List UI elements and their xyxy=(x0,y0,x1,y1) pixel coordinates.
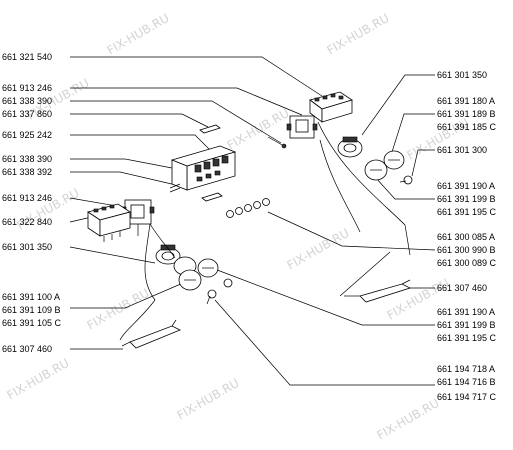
thermocouple-bracket-left xyxy=(121,319,181,349)
part-label: 661 338 392 xyxy=(2,167,52,177)
leader-line xyxy=(267,211,436,251)
part-label: 661 391 190 A xyxy=(437,307,495,317)
part-label: 661 307 460 xyxy=(437,283,487,293)
watermark-layer: FIX-HUB.RU FIX-HUB.RU FIX-HUB.RU FIX-HUB… xyxy=(5,11,472,443)
leader-line xyxy=(211,267,435,326)
terminal-block-top xyxy=(309,91,353,123)
part-label: 661 391 109 B xyxy=(2,305,61,315)
leader-line xyxy=(214,299,435,386)
wiring xyxy=(119,121,411,341)
part-label: 661 194 717 C xyxy=(437,392,497,402)
part-label: 661 913 246 xyxy=(2,83,52,93)
leader-line xyxy=(70,134,213,153)
part-label: 661 913 246 xyxy=(2,193,52,203)
thermocouple-bracket-right xyxy=(344,279,412,303)
part-label: 661 194 716 B xyxy=(437,377,496,387)
part-label: 661 301 350 xyxy=(437,70,487,80)
part-label: 661 338 390 xyxy=(2,154,52,164)
switch-upper xyxy=(286,115,318,139)
part-label: 661 391 105 C xyxy=(2,318,62,328)
part-label: 661 322 840 xyxy=(2,217,52,227)
knob-assembly-left xyxy=(155,244,233,305)
leader-line xyxy=(69,246,156,264)
left-labels: 661 321 540 661 913 246 661 338 390 661 … xyxy=(2,52,62,354)
part-label: 661 307 460 xyxy=(2,344,52,354)
part-label: 661 301 350 xyxy=(2,242,52,252)
leader-line xyxy=(70,279,191,309)
part-label: 661 301 300 xyxy=(437,145,487,155)
part-label: 661 300 990 B xyxy=(437,245,496,255)
watermark: FIX-HUB.RU xyxy=(85,286,152,333)
knob-assembly-right xyxy=(337,136,413,185)
part-label: 661 391 180 A xyxy=(437,96,495,106)
terminal-block-left xyxy=(87,203,131,242)
leader-line xyxy=(70,171,177,186)
watermark: FIX-HUB.RU xyxy=(285,226,352,273)
right-labels: 661 301 350 661 391 180 A 661 391 189 B … xyxy=(437,70,497,402)
leader-line xyxy=(70,87,303,116)
indicator-lamps xyxy=(226,198,270,218)
watermark: FIX-HUB.RU xyxy=(375,396,442,443)
part-label: 661 391 190 A xyxy=(437,181,495,191)
part-label: 661 321 540 xyxy=(2,52,52,62)
leader-line xyxy=(391,113,435,153)
part-label: 661 391 100 A xyxy=(2,292,60,302)
part-label: 661 391 195 C xyxy=(437,333,497,343)
watermark: FIX-HUB.RU xyxy=(175,376,242,423)
part-label: 661 338 390 xyxy=(2,96,52,106)
part-label: 661 337 860 xyxy=(2,109,52,119)
leader-line xyxy=(70,158,173,169)
part-label: 661 925 242 xyxy=(2,130,52,140)
part-label: 661 300 085 A xyxy=(437,232,495,242)
timer-module xyxy=(169,124,237,202)
part-label: 661 194 718 A xyxy=(437,364,495,374)
watermark: FIX-HUB.RU xyxy=(105,11,172,58)
leader-line xyxy=(374,176,435,200)
part-label: 661 391 199 B xyxy=(437,320,496,330)
leader-line xyxy=(70,56,323,97)
part-label: 661 391 195 C xyxy=(437,207,497,217)
leader-line xyxy=(70,113,209,128)
part-label: 661 300 089 C xyxy=(437,258,497,268)
part-label: 661 391 199 B xyxy=(437,194,496,204)
leader-line xyxy=(70,100,282,144)
watermark: FIX-HUB.RU xyxy=(325,11,392,58)
probe xyxy=(267,136,287,149)
leader-line xyxy=(361,74,435,136)
leader-line xyxy=(411,149,435,177)
part-label: 661 391 185 C xyxy=(437,122,497,132)
watermark: FIX-HUB.RU xyxy=(5,356,72,403)
part-label: 661 391 189 B xyxy=(437,109,496,119)
leader-lines xyxy=(69,56,436,386)
